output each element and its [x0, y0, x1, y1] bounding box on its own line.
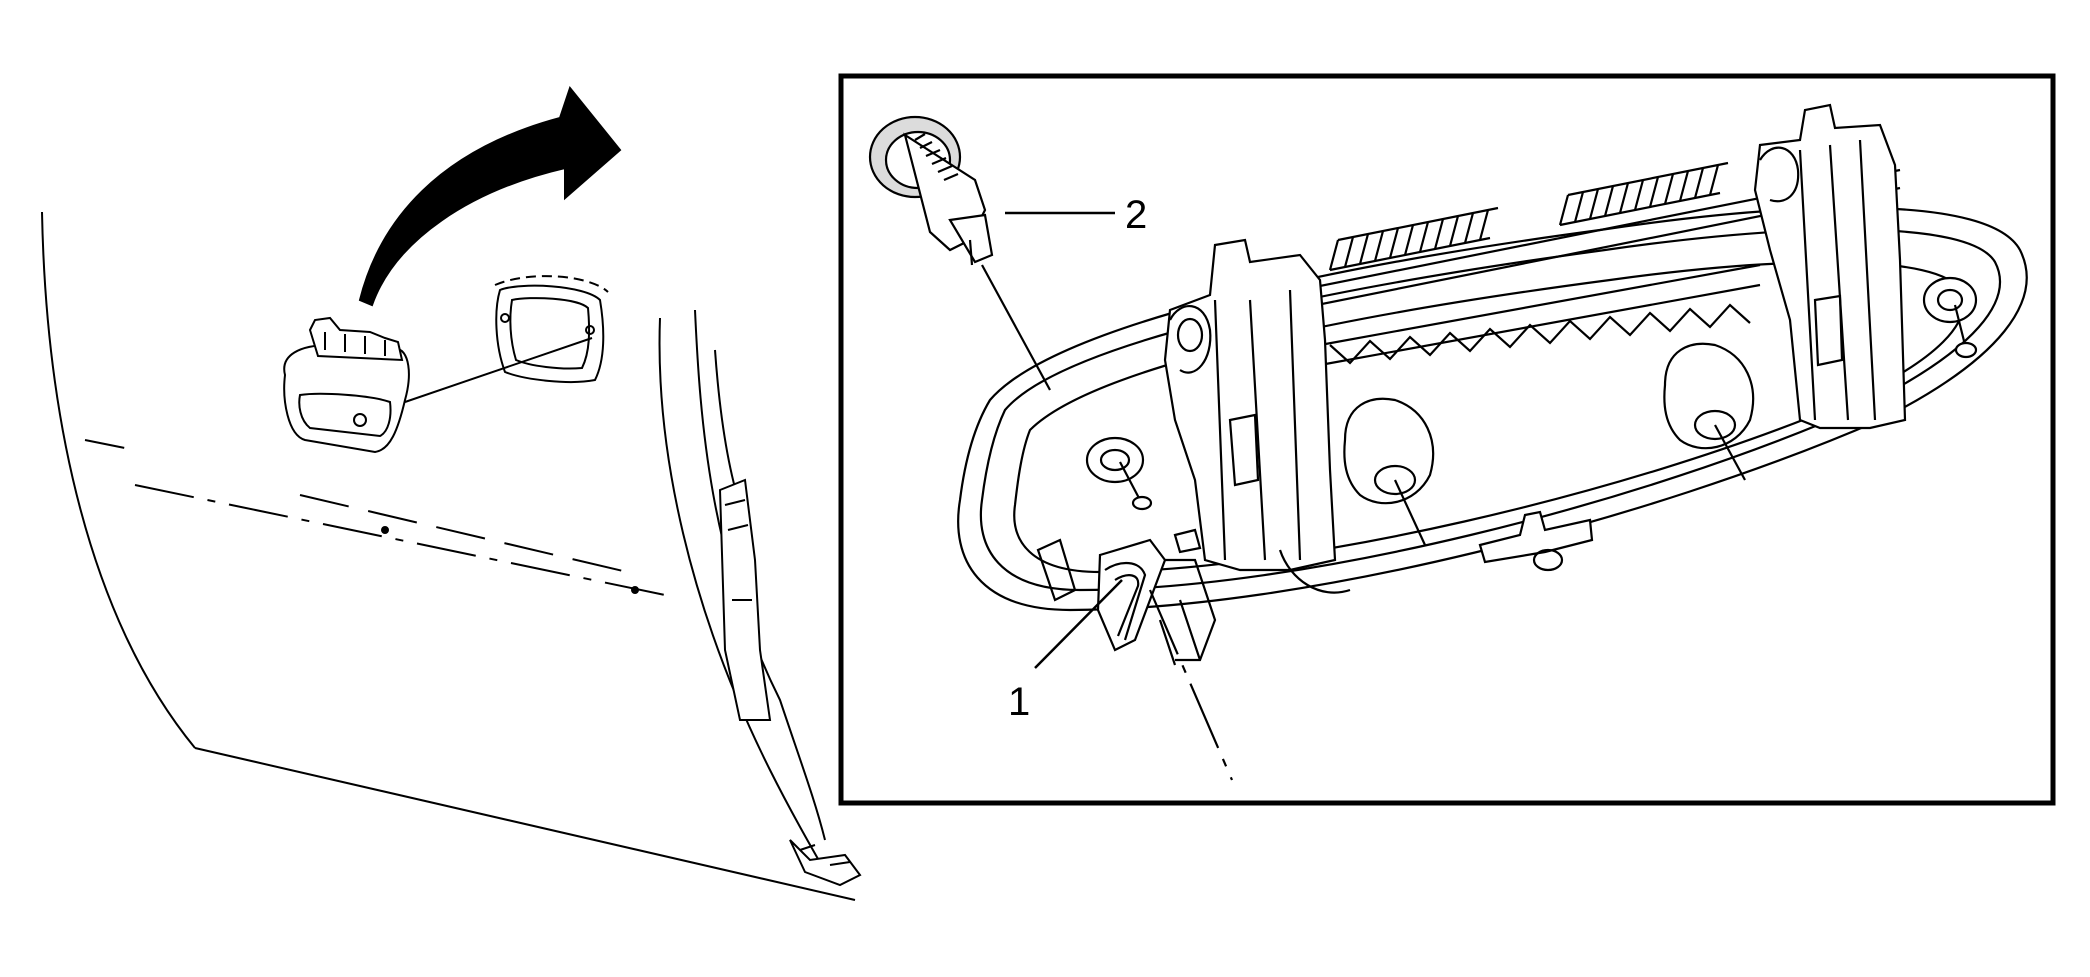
handle-pocket-inner [509, 297, 591, 370]
lock-cylinder [868, 115, 994, 266]
handle-base-inner [1013, 261, 1965, 574]
center-clip [1478, 510, 1594, 564]
guide-line [404, 337, 593, 403]
pillar-seal-detail [724, 499, 752, 601]
lock-cylinder-retainer [1036, 528, 1217, 666]
right-pivot-boss [1922, 276, 1978, 324]
door-rear-edge [658, 317, 831, 881]
body-line-2 [84, 439, 136, 451]
left-pivot-boss [1085, 436, 1145, 484]
handle-assembly-detail [868, 103, 2028, 781]
cylinder-guide-line [981, 264, 1051, 391]
callout-1-label: 1 [1008, 680, 1030, 724]
removed-handle-grip [298, 392, 392, 438]
door-overview [41, 211, 862, 901]
body-line-3 [299, 494, 641, 576]
removed-handle-bracket [308, 316, 404, 362]
sill-bracket [789, 839, 862, 887]
body-line [134, 484, 666, 596]
handle-base-rim [979, 228, 2001, 592]
sill-bracket-detail [799, 844, 851, 866]
door-front-edge [41, 211, 196, 749]
removed-handle [283, 343, 410, 454]
left-bumper [1343, 397, 1435, 546]
coil-spring [1328, 161, 1729, 272]
handle-pocket-dash [494, 275, 609, 293]
removed-handle-bracket-ribs [324, 332, 386, 356]
right-bumper [1663, 342, 1755, 481]
right-lever-housing [1753, 103, 1907, 430]
lattice-brace [1319, 263, 1761, 367]
handle-pocket [495, 284, 605, 383]
callout-2-label: 2 [1125, 193, 1147, 237]
retainer-centerline [1148, 589, 1234, 781]
removal-arrow-icon [358, 85, 622, 307]
pillar-inner [694, 309, 826, 841]
callout-1-leader [1034, 579, 1123, 669]
door-bottom-edge [194, 747, 856, 901]
